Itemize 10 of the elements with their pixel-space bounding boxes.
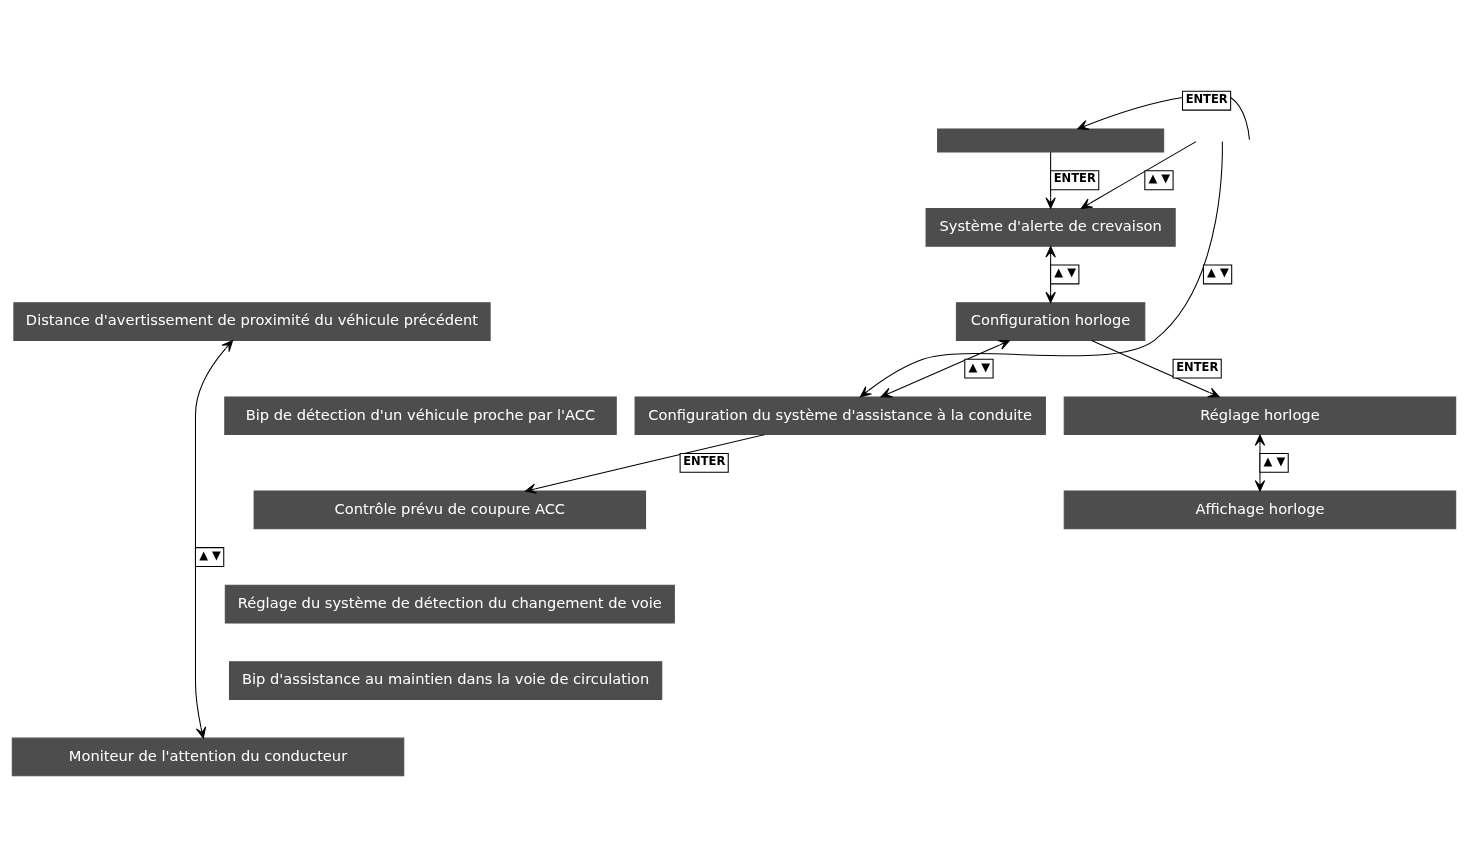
edge-label: ENTER	[1053, 171, 1096, 186]
edge-label: ▲ ▼	[199, 547, 221, 562]
edge-label: ENTER	[683, 453, 726, 468]
edge-label: ▲ ▼	[968, 359, 991, 374]
edge-label: ▲ ▼	[1148, 171, 1171, 186]
edge-label: ▲ ▼	[1263, 453, 1286, 468]
edge-label: ENTER	[1176, 359, 1219, 374]
edge-label: ▲ ▼	[1054, 265, 1076, 280]
edge-label: ▲ ▼	[1207, 265, 1229, 280]
edge-label: ENTER	[1185, 91, 1228, 106]
